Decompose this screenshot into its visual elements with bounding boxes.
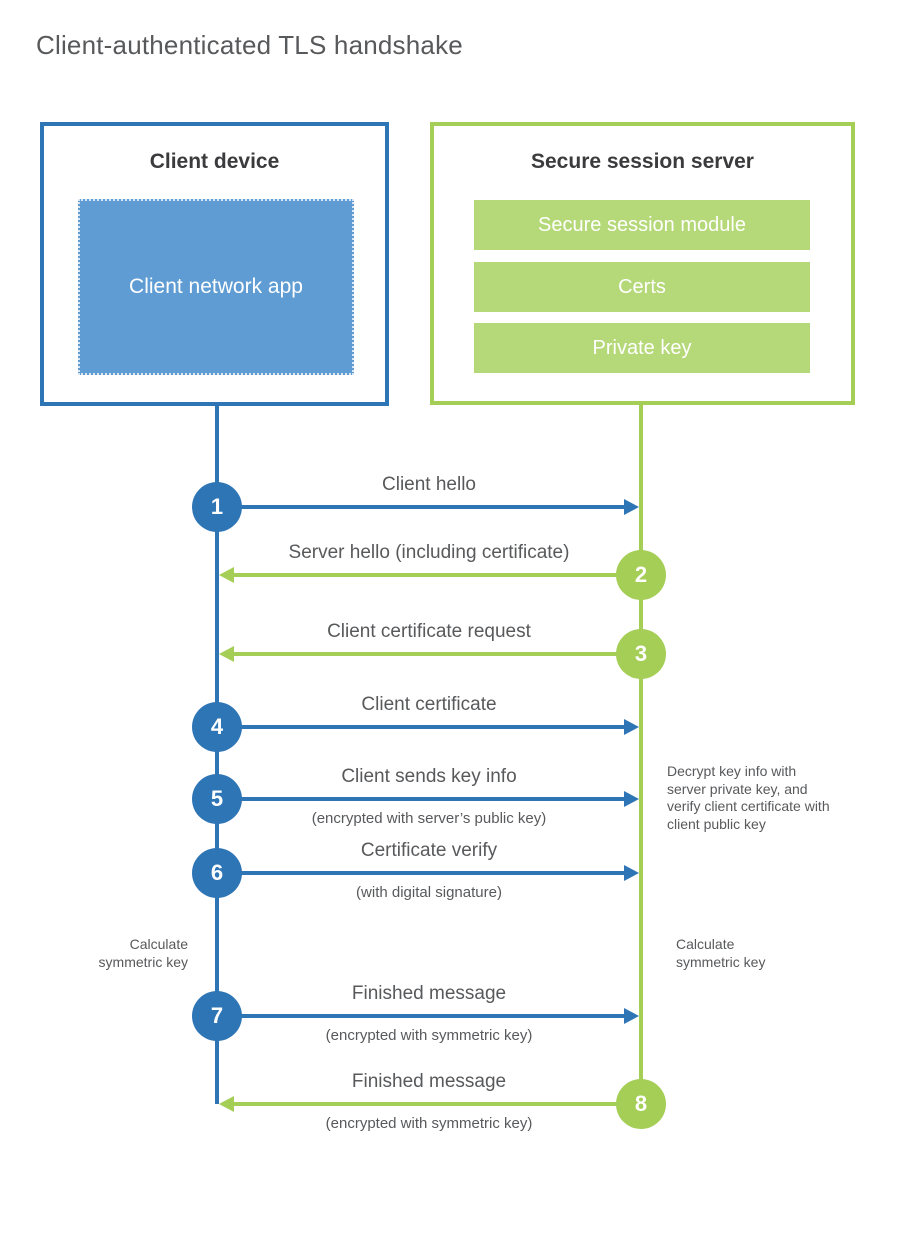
- step-arrow-8: [234, 1102, 641, 1106]
- step-sublabel-6: (with digital signature): [356, 884, 502, 901]
- step-circle-1: 1: [192, 482, 242, 532]
- step-arrow-4: [217, 725, 624, 729]
- server-lifeline: [639, 405, 643, 1104]
- step-circle-4: 4: [192, 702, 242, 752]
- step-arrow-5: [217, 797, 624, 801]
- step-label-1: Client hello: [382, 474, 476, 495]
- step-sublabel-5: (encrypted with server’s public key): [311, 810, 547, 827]
- server-decrypt-note: Decrypt key info with server private key…: [667, 763, 830, 832]
- step-sublabel-8: (encrypted with symmetric key): [325, 1115, 533, 1132]
- step-circle-3: 3: [616, 629, 666, 679]
- step-arrowhead-2: [219, 567, 234, 583]
- step-arrow-2: [234, 573, 641, 577]
- step-arrow-6: [217, 871, 624, 875]
- server-calculate-symmetric-key-note: Calculate symmetric key: [676, 936, 766, 970]
- step-arrowhead-1: [624, 499, 639, 515]
- step-label-5: Client sends key info: [341, 766, 517, 787]
- step-label-2: Server hello (including certificate): [288, 542, 570, 563]
- step-arrowhead-8: [219, 1096, 234, 1112]
- step-arrowhead-7: [624, 1008, 639, 1024]
- step-label-4: Client certificate: [361, 694, 497, 715]
- client-lifeline: [215, 405, 219, 1104]
- step-label-6: Certificate verify: [360, 840, 498, 861]
- client-network-app-box: Client network app: [78, 199, 354, 375]
- server-module-certs: Certs: [474, 262, 810, 312]
- step-circle-8: 8: [616, 1079, 666, 1129]
- step-arrowhead-6: [624, 865, 639, 881]
- step-arrowhead-3: [219, 646, 234, 662]
- step-circle-5: 5: [192, 774, 242, 824]
- client-device-title: Client device: [149, 150, 280, 173]
- server-module-private-key: Private key: [474, 323, 810, 373]
- client-calculate-symmetric-key-note: Calculate symmetric key: [98, 936, 188, 970]
- page-title: Client-authenticated TLS handshake: [36, 30, 463, 60]
- step-circle-2: 2: [616, 550, 666, 600]
- step-circle-7: 7: [192, 991, 242, 1041]
- step-arrow-7: [217, 1014, 624, 1018]
- step-label-7: Finished message: [351, 983, 507, 1004]
- step-circle-6: 6: [192, 848, 242, 898]
- step-arrow-3: [234, 652, 641, 656]
- step-sublabel-7: (encrypted with symmetric key): [325, 1027, 533, 1044]
- step-arrowhead-5: [624, 791, 639, 807]
- step-arrow-1: [217, 505, 624, 509]
- step-arrowhead-4: [624, 719, 639, 735]
- step-label-8: Finished message: [351, 1071, 507, 1092]
- secure-session-server-title: Secure session server: [531, 150, 754, 173]
- server-module-secure-session-module: Secure session module: [474, 200, 810, 250]
- client-network-app-label: Client network app: [129, 274, 303, 298]
- step-label-3: Client certificate request: [327, 621, 531, 642]
